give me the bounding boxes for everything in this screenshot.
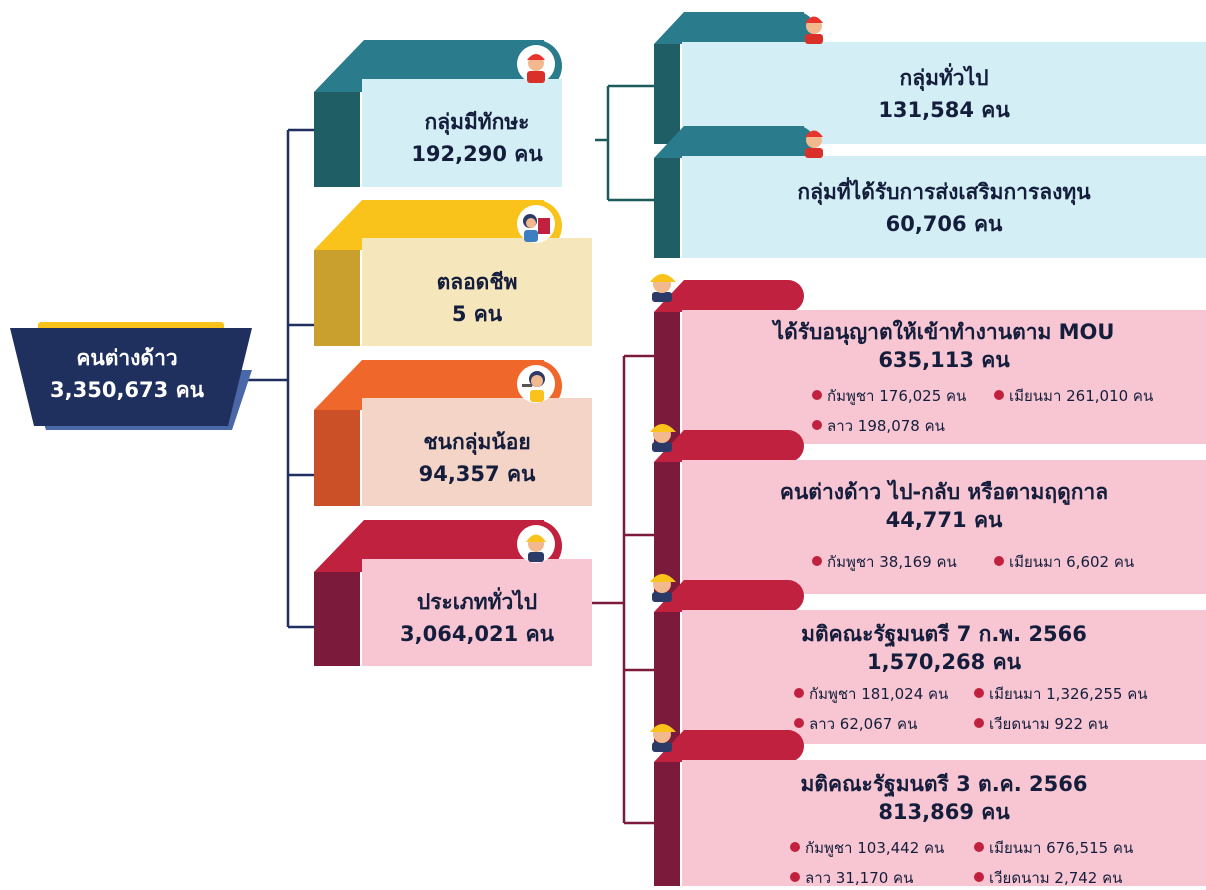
subgroup-value: 813,869 คน	[878, 800, 1010, 824]
subgroup-title: ได้รับอนุญาตให้เข้าทำงานตาม MOU	[773, 320, 1115, 344]
lifelong-shape	[314, 200, 592, 346]
nationality-item: เวียดนาม 2,742 คน	[974, 866, 1122, 890]
worker-red-cap-icon	[805, 16, 823, 44]
nationality-item: กัมพูชา 38,169 คน	[812, 550, 957, 574]
nationality-item: เมียนมา 6,602 คน	[994, 550, 1134, 574]
worker-yellow-helmet-icon	[650, 274, 676, 302]
category-value: 192,290 คน	[411, 142, 543, 166]
skilled-connector	[595, 84, 656, 202]
subgroup-value: 1,570,268 คน	[867, 650, 1021, 674]
root-title: คนต่างด้าว	[76, 346, 178, 370]
nationality-item: กัมพูชา 103,442 คน	[790, 836, 944, 860]
nationality-item: ลาว 198,078 คน	[812, 414, 945, 438]
subgroup-value: 131,584 คน	[878, 98, 1010, 122]
nationality-item: กัมพูชา 176,025 คน	[812, 384, 966, 408]
nationality-item: เมียนมา 1,326,255 คน	[974, 682, 1148, 706]
subgroup-title: คนต่างด้าว ไป-กลับ หรือตามฤดูกาล	[779, 480, 1109, 504]
subgroup-shape	[654, 730, 1206, 886]
skilled-shape	[314, 40, 562, 187]
category-title: ชนกลุ่มน้อย	[423, 430, 531, 454]
general-connector	[592, 354, 656, 825]
woman-hammer-icon	[517, 365, 555, 403]
subgroup-shape	[654, 430, 1206, 594]
root-connector	[245, 128, 318, 629]
worker-yellow-helmet-icon	[650, 424, 676, 452]
subgroup-title: กลุ่มที่ได้รับการส่งเสริมการลงทุน	[797, 180, 1091, 204]
category-value: 3,064,021 คน	[400, 622, 554, 646]
worker-red-cap-icon	[805, 130, 823, 158]
category-title: ตลอดชีพ	[436, 270, 518, 294]
nationality-item: กัมพูชา 181,024 คน	[794, 682, 948, 706]
minority-shape	[314, 360, 592, 506]
subgroup-shape	[654, 580, 1206, 744]
subgroup-value: 60,706 คน	[885, 212, 1003, 236]
subgroup-value: 44,771 คน	[885, 508, 1003, 532]
root-badge-shape	[10, 322, 252, 430]
root-value: 3,350,673 คน	[50, 378, 204, 402]
category-title: ประเภททั่วไป	[416, 590, 538, 614]
nationality-item: ลาว 31,170 คน	[790, 866, 913, 890]
subgroup-shape	[654, 126, 1206, 258]
subgroup-title: มติคณะรัฐมนตรี 7 ก.พ. 2566	[801, 622, 1087, 646]
category-value: 5 คน	[451, 302, 503, 326]
subgroup-shape	[654, 280, 1206, 444]
subgroup-title: กลุ่มทั่วไป	[899, 66, 989, 90]
nationality-item: เวียดนาม 922 คน	[974, 712, 1108, 736]
worker-yellow-helmet-icon	[650, 574, 676, 602]
worker-red-cap-icon	[517, 45, 555, 83]
nationality-item: เมียนมา 676,515 คน	[974, 836, 1133, 860]
worker-yellow-helmet-icon	[650, 724, 676, 752]
general-shape	[314, 520, 592, 666]
category-value: 94,357 คน	[418, 462, 536, 486]
category-title: กลุ่มมีทักษะ	[424, 110, 530, 134]
subgroup-value: 635,113 คน	[878, 348, 1010, 372]
worker-yellow-helmet-icon	[517, 525, 555, 563]
nationality-item: เมียนมา 261,010 คน	[994, 384, 1153, 408]
nationality-item: ลาว 62,067 คน	[794, 712, 917, 736]
subgroup-title: มติคณะรัฐมนตรี 3 ต.ค. 2566	[800, 772, 1088, 796]
woman-laptop-icon	[517, 205, 555, 243]
